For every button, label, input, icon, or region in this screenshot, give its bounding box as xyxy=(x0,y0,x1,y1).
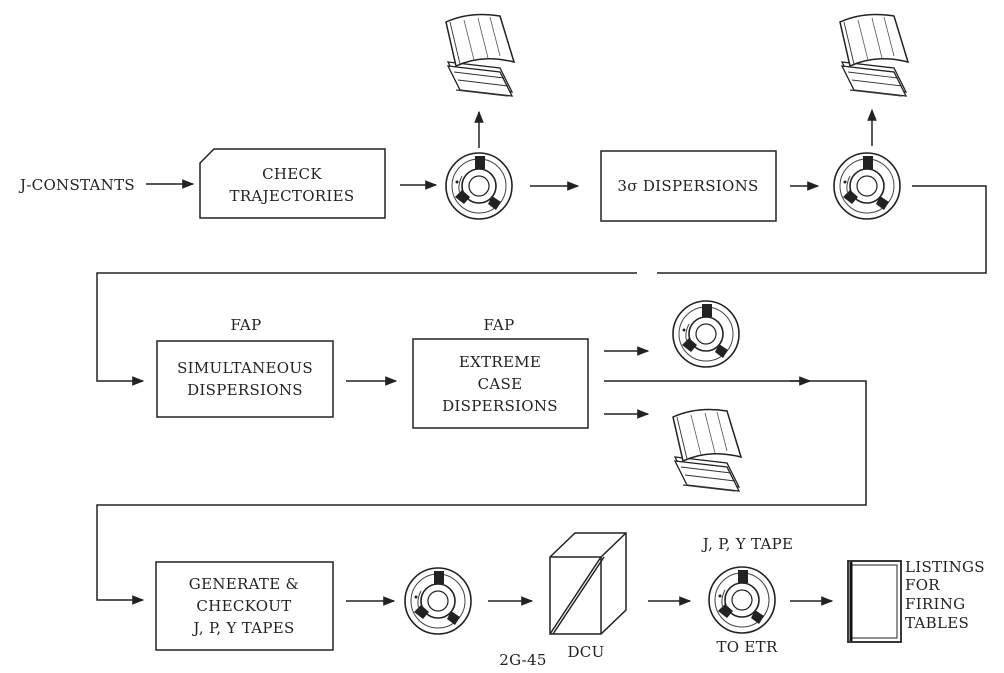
printout-icon xyxy=(445,13,515,97)
extreme-line3: DISPERSIONS xyxy=(442,397,558,415)
sigma-dispersions-label: 3σ DISPERSIONS xyxy=(617,177,758,195)
listings-line1: LISTINGS xyxy=(905,558,985,576)
sigma-dispersions-box: 3σ DISPERSIONS xyxy=(600,150,777,222)
extreme-case-dispersions-box: EXTREME CASE DISPERSIONS xyxy=(412,338,589,429)
fap-label: FAP xyxy=(484,316,515,334)
printout-icon xyxy=(839,13,909,97)
simultaneous-line1: SIMULTANEOUS xyxy=(177,359,313,377)
tape-reel-icon xyxy=(404,567,472,635)
check-trajectories-line1: CHECK xyxy=(262,165,322,183)
extreme-line2: CASE xyxy=(478,375,523,393)
fap-label: FAP xyxy=(231,316,262,334)
simultaneous-dispersions-box: SIMULTANEOUS DISPERSIONS xyxy=(156,340,334,418)
simultaneous-line2: DISPERSIONS xyxy=(187,381,303,399)
figure-id: 2G-45 xyxy=(499,651,546,669)
tape-reel-icon xyxy=(445,152,513,220)
generate-line2: CHECKOUT xyxy=(196,597,291,615)
dcu-label: DCU xyxy=(567,643,604,661)
generate-line1: GENERATE & xyxy=(189,575,299,593)
generate-checkout-box: GENERATE & CHECKOUT J, P, Y TAPES xyxy=(155,561,334,651)
tape-reel-icon xyxy=(672,300,740,368)
input-label-j-constants: J-CONSTANTS xyxy=(18,176,135,194)
listings-line4: TABLES xyxy=(905,614,969,632)
listings-line3: FIRING xyxy=(905,595,965,613)
printout-icon xyxy=(672,408,742,492)
listing-binder-icon xyxy=(847,560,902,643)
tape-label-bottom: TO ETR xyxy=(716,638,778,656)
listings-line2: FOR xyxy=(905,576,940,594)
tape-label-top: J, P, Y TAPE xyxy=(701,535,794,553)
check-trajectories-line2: TRAJECTORIES xyxy=(230,187,355,205)
tape-reel-icon xyxy=(708,566,776,634)
tape-reel-icon xyxy=(833,152,901,220)
check-trajectories-box: CHECK TRAJECTORIES xyxy=(199,148,386,219)
generate-line3: J, P, Y TAPES xyxy=(191,619,294,637)
extreme-line1: EXTREME xyxy=(459,353,541,371)
dcu-cube-icon xyxy=(549,532,627,635)
